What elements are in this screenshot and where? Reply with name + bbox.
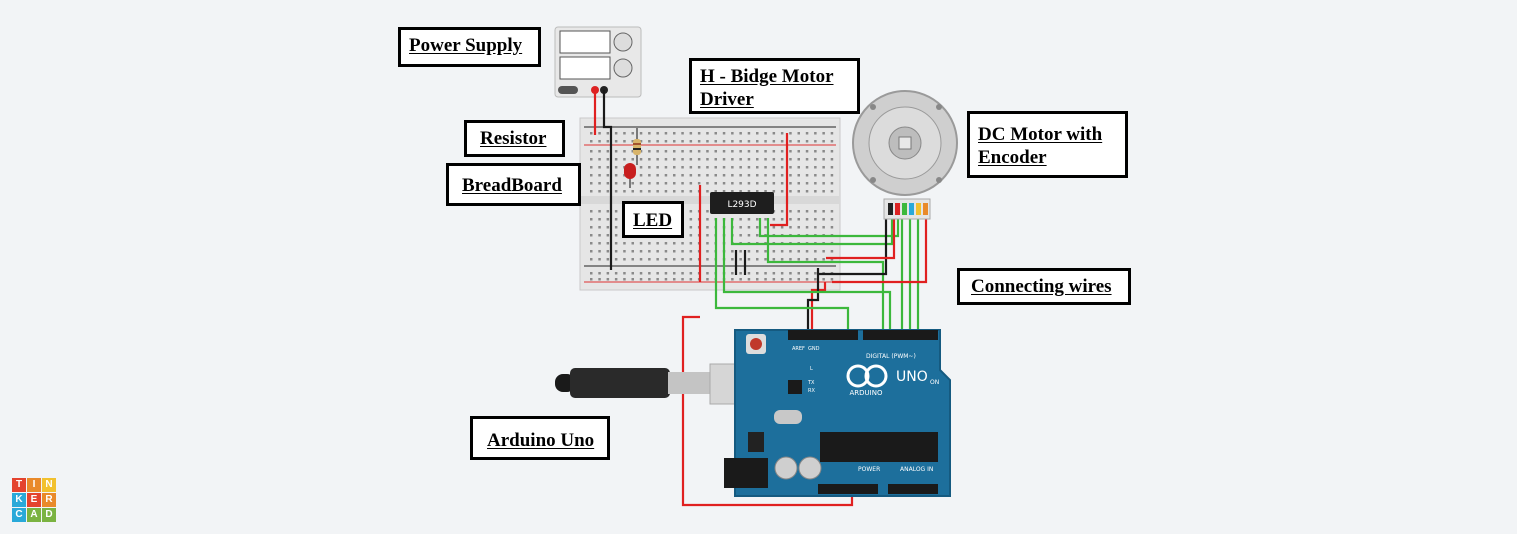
arduino-l-label: L: [810, 366, 813, 372]
arduino-tx-label: TX: [807, 380, 815, 386]
arduino-digital-label: DIGITAL (PWM~): [866, 353, 916, 360]
logo-letter: T: [12, 478, 26, 492]
arduino-aref-label: AREF: [792, 346, 805, 352]
label-arduino-uno: Arduino Uno: [470, 416, 610, 460]
arduino-rx-label: RX: [808, 388, 815, 394]
wires: [593, 90, 928, 507]
arduino-model: UNO: [896, 369, 928, 385]
logo-letter: D: [42, 508, 56, 522]
label-power-supply: Power Supply: [398, 27, 541, 67]
logo-letter: A: [27, 508, 41, 522]
arduino-analog-label: ANALOG IN: [900, 466, 933, 473]
label-breadboard: BreadBoard: [446, 163, 581, 206]
label-resistor: Resistor: [464, 120, 565, 157]
led: [624, 163, 636, 188]
label-led: LED: [622, 201, 684, 238]
arduino-on-label: ON: [930, 379, 939, 386]
logo-letter: I: [27, 478, 41, 492]
logo-letter: E: [27, 493, 41, 507]
logo-letter: R: [42, 493, 56, 507]
label-dc-motor-encoder: DC Motor with Encoder: [967, 111, 1128, 178]
l293d-chip: L293D: [710, 192, 774, 214]
label-h-bridge-driver: H - Bidge Motor Driver: [689, 58, 860, 114]
power-supply[interactable]: [554, 26, 642, 98]
logo-letter: C: [12, 508, 26, 522]
logo-letter: N: [42, 478, 56, 492]
resistor: [633, 128, 641, 165]
arduino-brand: ARDUINO: [850, 389, 883, 397]
arduino-gnd-label: GND: [808, 346, 820, 352]
label-connecting-wires: Connecting wires: [957, 268, 1131, 305]
arduino-power-label: POWER: [858, 466, 880, 473]
chip-label: L293D: [727, 200, 756, 210]
dc-motor: [852, 90, 958, 220]
arduino-uno-board: ARDUINO UNO ON DIGITAL (PWM~) POWER ANAL…: [724, 329, 951, 497]
logo-letter: K: [12, 493, 26, 507]
